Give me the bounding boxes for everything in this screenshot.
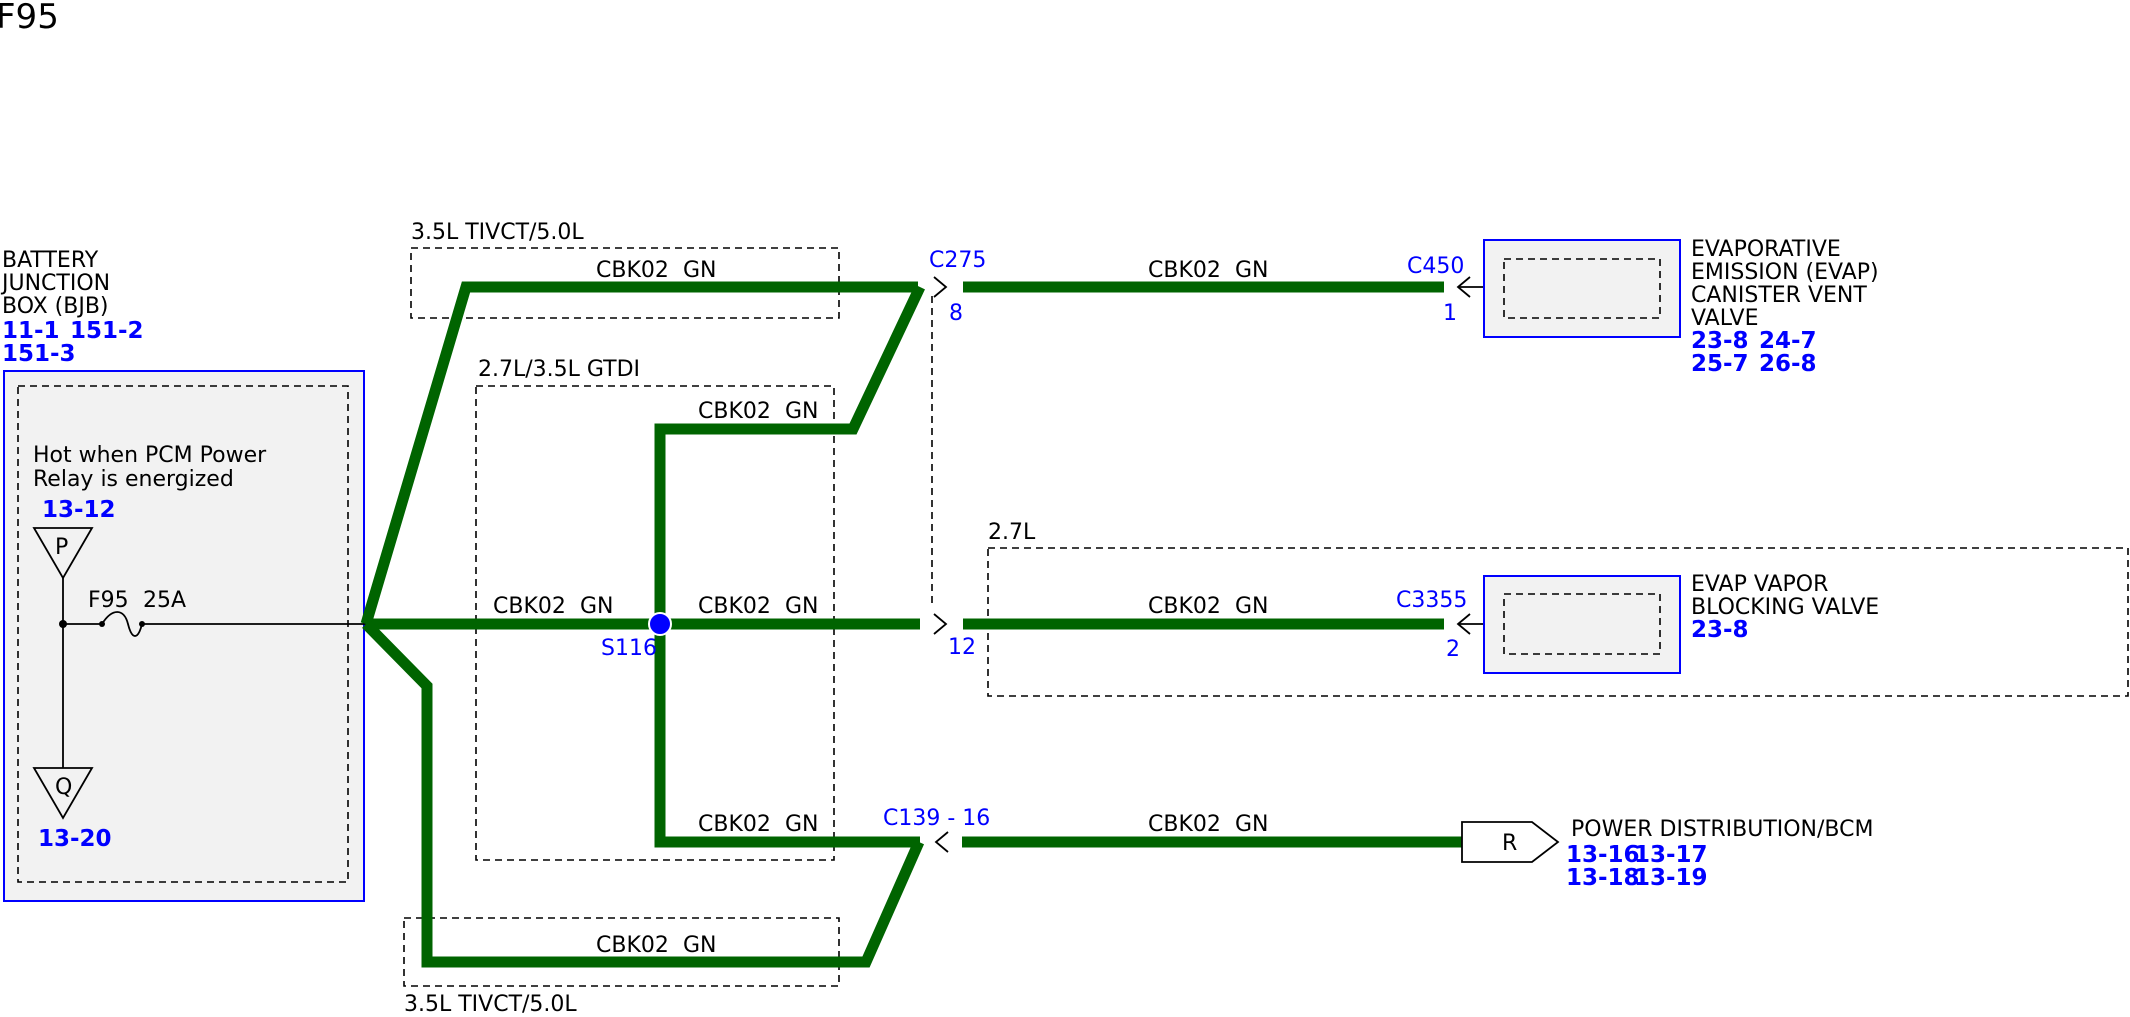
wire-color: GN: [580, 594, 614, 619]
evap-canister-ref-23-8[interactable]: 23-8: [1691, 328, 1749, 354]
evap-canister-inner: [1503, 258, 1661, 319]
wire-label-bottom-branch: CBK02 GN: [596, 933, 717, 958]
c275-pin8-male-icon: [933, 276, 948, 298]
wire-code: CBK02: [493, 594, 566, 619]
q-ref-13-20[interactable]: 13-20: [38, 826, 112, 852]
p-ref-13-12[interactable]: 13-12: [42, 497, 116, 523]
power-distribution-ref-13-18[interactable]: 13-18: [1566, 865, 1640, 891]
wire-color: GN: [1235, 594, 1269, 619]
wire-color: GN: [785, 594, 819, 619]
wire-bottom-branch[interactable]: [362, 620, 925, 968]
wire-label-middle-right: CBK02 GN: [1148, 594, 1269, 619]
bjb-name-line-3: BOX (BJB): [2, 294, 109, 319]
c275-pin-12: 12: [948, 635, 976, 660]
bjb-name-line-1: BATTERY: [2, 248, 99, 273]
evap-canister-name-4: VALVE: [1691, 306, 1758, 331]
evap-blocking-housing: [1483, 575, 1681, 674]
wire-color: GN: [1235, 812, 1269, 837]
region-middle-label: 2.7L/3.5L GTDI: [478, 357, 640, 382]
wire-code: CBK02: [1148, 594, 1221, 619]
fuse-label: F95: [88, 588, 129, 613]
bjb-note-line-2: Relay is energized: [33, 467, 234, 492]
c450-label[interactable]: C450: [1407, 254, 1464, 279]
c275-label[interactable]: C275: [929, 248, 986, 273]
evap-canister-name-3: CANISTER VENT: [1691, 283, 1867, 308]
power-p-label: P: [55, 535, 68, 560]
wire-label-gtdi-upper: CBK02 GN: [698, 399, 819, 424]
region-evap-label: 2.7L: [988, 520, 1036, 545]
wire-code: CBK02: [698, 594, 771, 619]
wire-color: GN: [1235, 258, 1269, 283]
evap-blocking-inner: [1503, 593, 1661, 655]
c3355-label[interactable]: C3355: [1396, 588, 1467, 613]
evap-canister-ref-24-7[interactable]: 24-7: [1759, 328, 1817, 354]
bjb-ref-11-1[interactable]: 11-1: [2, 318, 60, 344]
power-p-triangle-icon: [32, 527, 94, 580]
wire-splice-upper[interactable]: [654, 284, 925, 624]
evap-blocking-name-1: EVAP VAPOR: [1691, 572, 1828, 597]
wire-code: CBK02: [698, 812, 771, 837]
power-distribution-ref-13-17[interactable]: 13-17: [1634, 842, 1708, 868]
wire-label-gtdi-lower: CBK02 GN: [698, 812, 819, 837]
wire-label-middle-center: CBK02 GN: [698, 594, 819, 619]
wire-top-branch[interactable]: [360, 281, 918, 626]
power-distribution-ref-flag-icon[interactable]: [1461, 821, 1560, 863]
evap-canister-ref-26-8[interactable]: 26-8: [1759, 351, 1817, 377]
splice-label[interactable]: S116: [601, 636, 657, 661]
region-bottom-box: [403, 917, 840, 987]
bjb-name-line-2: JUNCTION: [0, 271, 110, 296]
c275-pin12-male-icon: [933, 613, 948, 635]
bjb-ref-151-3[interactable]: 151-3: [2, 341, 76, 367]
evap-canister-vent-valve[interactable]: [1483, 239, 1681, 338]
fuse-icon: [101, 611, 143, 637]
bjb-housing: [3, 370, 365, 902]
wire-label-top-right: CBK02 GN: [1148, 258, 1269, 283]
wire-splice-lower[interactable]: [654, 624, 920, 848]
wire-color: GN: [683, 933, 717, 958]
fuse-rating: 25A: [143, 588, 186, 613]
c275-pin-8: 8: [949, 301, 963, 326]
c3355-pin-2: 2: [1446, 637, 1460, 662]
wire-color: GN: [683, 258, 717, 283]
c139-female-icon: [934, 831, 949, 853]
power-distribution-ref-13-19[interactable]: 13-19: [1634, 865, 1708, 891]
wire-color: GN: [785, 812, 819, 837]
evap-vapor-blocking-valve[interactable]: [1483, 575, 1681, 674]
wire-code: CBK02: [596, 933, 669, 958]
c450-pin-1: 1: [1443, 301, 1457, 326]
evap-canister-name-1: EVAPORATIVE: [1691, 237, 1841, 262]
power-distribution-name: POWER DISTRIBUTION/BCM: [1571, 817, 1873, 842]
power-q-triangle-icon: [32, 767, 94, 820]
wire-label-bottom-right: CBK02 GN: [1148, 812, 1269, 837]
power-distribution-ref-label: R: [1502, 831, 1517, 856]
wire-code: CBK02: [1148, 258, 1221, 283]
wire-code: CBK02: [596, 258, 669, 283]
bjb-ref-151-2[interactable]: 151-2: [70, 318, 144, 344]
c139-label[interactable]: C139 - 16: [883, 806, 990, 831]
splice-s116[interactable]: [648, 612, 672, 636]
evap-blocking-name-2: BLOCKING VALVE: [1691, 595, 1879, 620]
wire-label-middle-left: CBK02 GN: [493, 594, 614, 619]
wire-code: CBK02: [1148, 812, 1221, 837]
evap-blocking-ref-23-8[interactable]: 23-8: [1691, 617, 1749, 643]
wire-color: GN: [785, 399, 819, 424]
power-q-label: Q: [55, 775, 72, 800]
region-bottom-label: 3.5L TIVCT/5.0L: [404, 992, 577, 1017]
bjb-note-line-1: Hot when PCM Power: [33, 443, 267, 468]
bjb-inner-boundary: [17, 385, 349, 883]
evap-canister-ref-25-7[interactable]: 25-7: [1691, 351, 1749, 377]
wire-label-top-left: CBK02 GN: [596, 258, 717, 283]
power-distribution-ref-13-16[interactable]: 13-16: [1566, 842, 1640, 868]
evap-canister-name-2: EMISSION (EVAP): [1691, 260, 1879, 285]
battery-junction-box[interactable]: [3, 370, 365, 902]
wire-code: CBK02: [698, 399, 771, 424]
region-top-label: 3.5L TIVCT/5.0L: [411, 220, 584, 245]
evap-canister-housing: [1483, 239, 1681, 338]
diagram-title: F95: [0, 0, 59, 37]
